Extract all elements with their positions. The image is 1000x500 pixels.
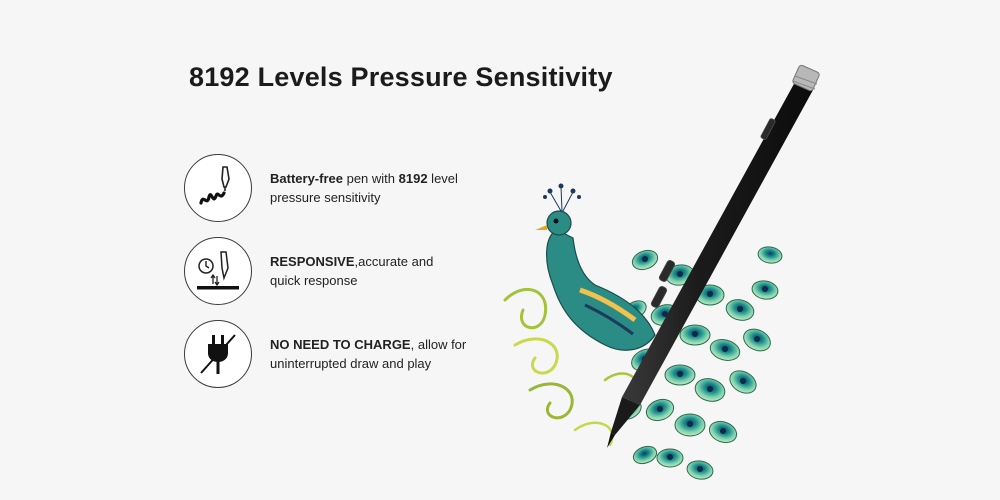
feature-battery-free: Battery-free pen with 8192 level pressur…: [184, 154, 458, 222]
responsive-pen-icon: [184, 237, 252, 305]
feature-responsive: RESPONSIVE,accurate and quick response: [184, 237, 433, 305]
no-charge-plug-icon: [184, 320, 252, 388]
feature-description: RESPONSIVE,accurate and quick response: [270, 254, 434, 288]
pen-peacock-illustration: [503, 64, 820, 480]
feature-description: NO NEED TO CHARGE, allow for uninterrupt…: [270, 337, 467, 371]
page-title: 8192 Levels Pressure Sensitivity: [189, 62, 613, 92]
stylus-pen: [607, 64, 820, 448]
pen-pressure-icon: [184, 154, 252, 222]
feature-description: Battery-free pen with 8192 level pressur…: [270, 171, 458, 205]
feature-no-charge: NO NEED TO CHARGE, allow for uninterrupt…: [184, 320, 466, 388]
peacock-feathers: [618, 246, 783, 480]
peacock-body: [535, 183, 656, 351]
